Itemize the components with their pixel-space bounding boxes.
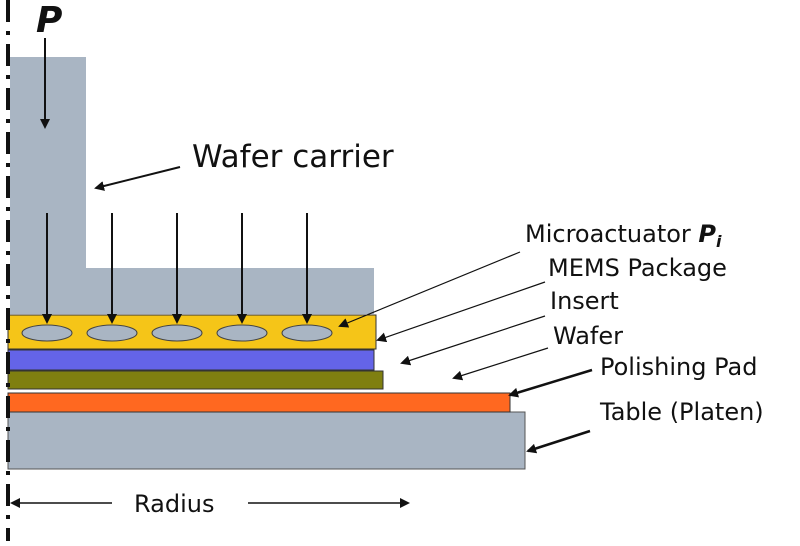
mems-package-arrow: [376, 281, 546, 343]
microactuator-subscript: i: [716, 232, 722, 251]
polishing-pad-label: Polishing Pad: [600, 353, 757, 381]
wafer-arrow: [452, 347, 549, 381]
microactuator: [21, 324, 73, 342]
pressure-arrow-group: [42, 213, 312, 324]
insert-label: Insert: [550, 287, 619, 315]
mems-package-label: MEMS Package: [548, 254, 727, 282]
wafer-carrier-label: Wafer carrier: [192, 139, 394, 175]
radius-label: Radius: [134, 490, 214, 518]
microactuator-arrow: [338, 251, 521, 328]
wafer-carrier-arrow: [94, 166, 181, 191]
microactuator-label: Microactuator Pi: [525, 220, 722, 251]
microactuator: [281, 324, 333, 342]
wafer-label: Wafer: [553, 322, 623, 350]
polishing-pad: [7, 392, 511, 413]
microactuator-label-text: Microactuator: [525, 220, 698, 248]
table-arrow: [526, 429, 591, 454]
wafer-carrier: [10, 57, 374, 314]
table-platen: [7, 411, 526, 470]
microactuator: [216, 324, 268, 342]
polishing-pad-arrow: [508, 368, 593, 398]
microactuator-symbol: P: [698, 220, 716, 248]
microactuator: [151, 324, 203, 342]
insert-arrow: [400, 315, 546, 366]
insert: [7, 349, 375, 371]
force-p-label: P: [36, 0, 62, 41]
table-label: Table (Platen): [599, 398, 764, 426]
microactuator: [86, 324, 138, 342]
microactuator-group: [21, 324, 333, 342]
wafer: [7, 370, 384, 390]
